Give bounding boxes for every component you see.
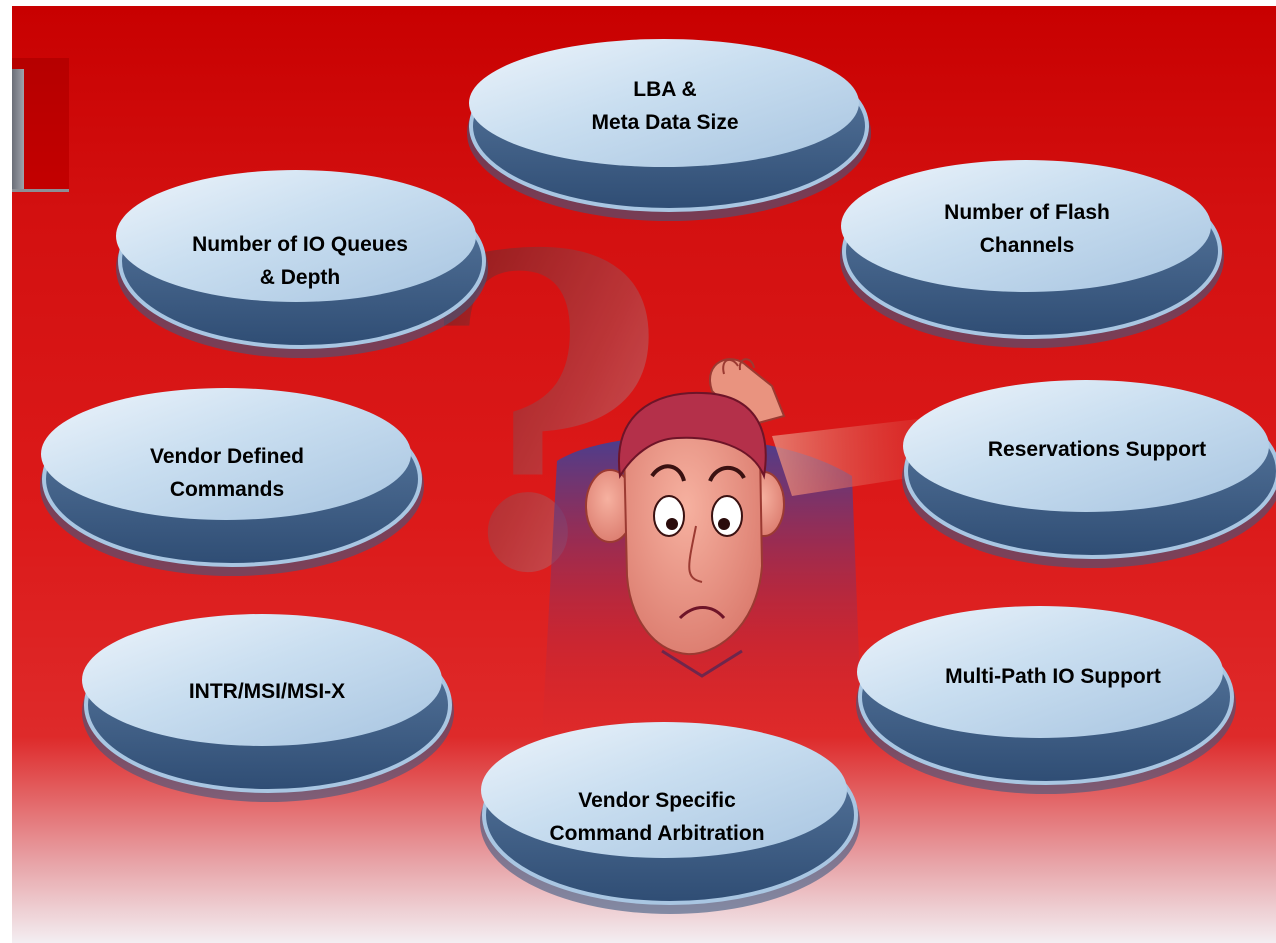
bubble-lba-meta-data-size: LBA & Meta Data Size — [490, 61, 840, 151]
slide: ? — [12, 6, 1276, 943]
bubble-multi-path-io-support: Multi-Path IO Support — [878, 631, 1228, 721]
bubble-vendor-defined-commands: Vendor Defined Commands — [52, 428, 402, 518]
bubble-vendor-specific-command-arbitration: Vendor Specific Command Arbitration — [482, 772, 832, 862]
bubble-number-of-flash-channels: Number of Flash Channels — [852, 184, 1202, 274]
bubble-reservations-support: Reservations Support — [922, 404, 1272, 494]
bubble-intr-msi-msi-x: INTR/MSI/MSI-X — [92, 646, 442, 736]
bubble-number-of-io-queues-depth: Number of IO Queues & Depth — [120, 216, 480, 306]
